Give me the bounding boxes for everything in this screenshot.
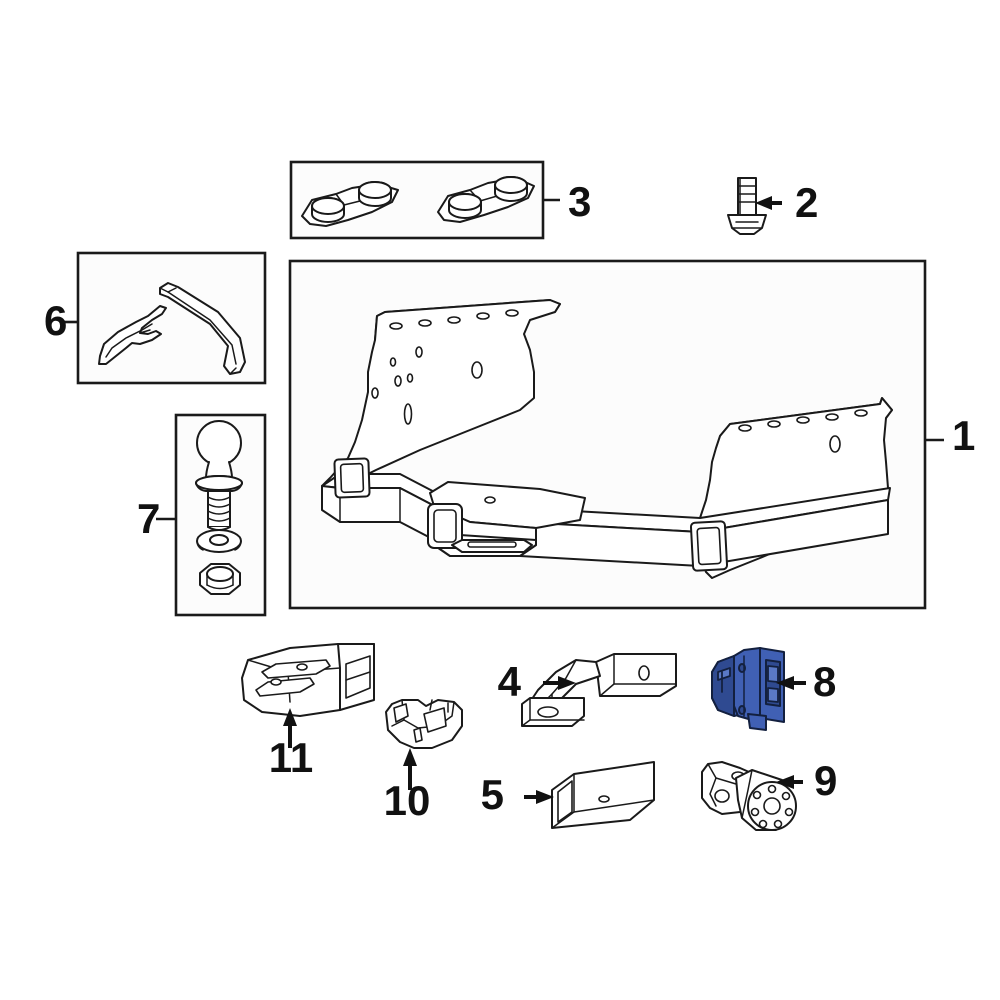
callout-label-3: 3 bbox=[568, 178, 591, 225]
part-9-seven-way-round-socket bbox=[701, 761, 797, 831]
callout-8-leader bbox=[776, 676, 806, 690]
part-1-trailer-hitch-receiver-assembly bbox=[321, 299, 893, 579]
callout-label-5: 5 bbox=[481, 771, 504, 818]
callout-9-leader bbox=[776, 775, 803, 789]
callout-10-leader bbox=[403, 748, 417, 790]
part-3-spacer-blocks bbox=[301, 176, 535, 227]
callout-11-leader bbox=[283, 708, 297, 748]
part-6-hitch-pin-and-clip bbox=[98, 282, 246, 375]
part-8-trailer-wiring-connector bbox=[711, 647, 785, 731]
callout-label-2: 2 bbox=[795, 179, 818, 226]
part-2-hex-flange-bolt bbox=[727, 177, 767, 235]
callout-label-1: 1 bbox=[952, 412, 975, 459]
callout-5-leader bbox=[524, 790, 554, 804]
part-10-wiring-harness-connector bbox=[385, 699, 463, 749]
callout-label-9: 9 bbox=[814, 757, 837, 804]
callout-2-leader bbox=[755, 196, 782, 210]
callout-label-4: 4 bbox=[498, 658, 522, 705]
callout-label-6: 6 bbox=[44, 297, 67, 344]
callout-label-11: 11 bbox=[269, 734, 313, 781]
part-5-receiver-tube-sleeve bbox=[551, 761, 655, 829]
part-7-hitch-ball-washer-nut bbox=[195, 420, 243, 595]
part-11-hitch-mounting-bracket bbox=[241, 643, 375, 717]
callout-label-10: 10 bbox=[384, 777, 431, 824]
part-4-ball-mount-drawbar bbox=[521, 653, 677, 727]
callout-4-leader bbox=[543, 676, 576, 690]
callout-label-7: 7 bbox=[137, 495, 160, 542]
callout-label-8: 8 bbox=[813, 658, 836, 705]
